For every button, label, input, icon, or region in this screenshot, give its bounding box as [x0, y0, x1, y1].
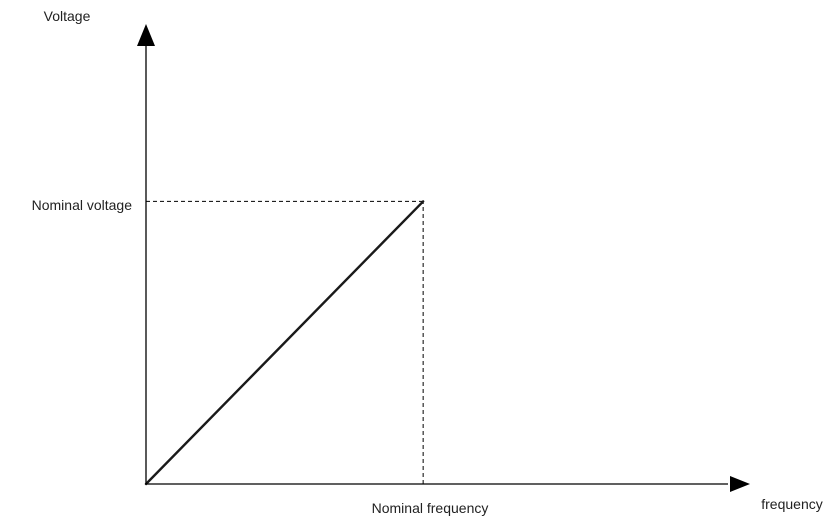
y-axis-arrow-icon	[137, 24, 155, 46]
reference-lines	[146, 200, 424, 484]
series-layer	[144, 200, 425, 486]
x-axis-arrow-icon	[730, 476, 750, 492]
nominal-frequency-label: Nominal frequency	[372, 500, 489, 516]
nominal-voltage-label: Nominal voltage	[32, 197, 133, 213]
series-line-0	[144, 200, 425, 486]
x-axis-label: frequency	[761, 496, 822, 512]
y-axis-label: Voltage	[44, 8, 91, 24]
